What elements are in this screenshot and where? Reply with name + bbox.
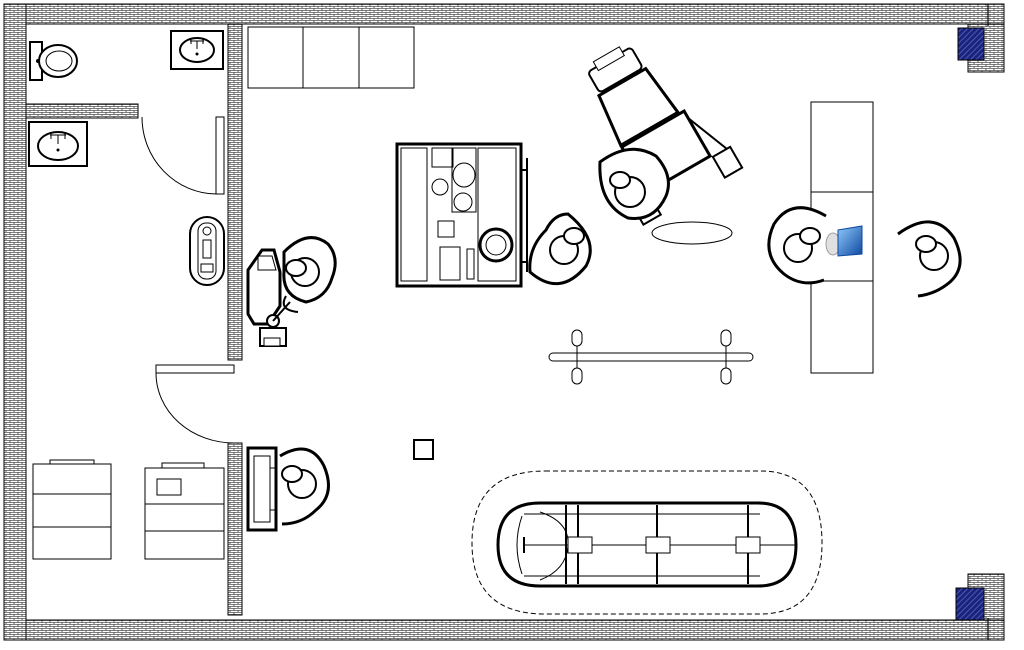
dentist-stool-left (282, 236, 337, 313)
wall-partition-lower (227, 442, 243, 616)
floor-drain (413, 439, 434, 460)
sink-icon (50, 132, 66, 144)
desk-chair (767, 206, 827, 285)
panoramic-xray-unit (471, 470, 823, 615)
dentist-stool-lower (279, 447, 330, 526)
floor-mat (651, 221, 733, 245)
partition-rail (548, 329, 754, 385)
assistant-stool (528, 212, 592, 286)
dentist-stool-chair (598, 147, 670, 221)
side-cart (246, 446, 278, 532)
toilet-icon (29, 41, 78, 81)
door-swing-icon (141, 116, 217, 195)
monitor-icon (825, 225, 863, 257)
visitor-chair (897, 220, 962, 298)
wall-bottom (3, 619, 1005, 641)
door-swing-icon (155, 372, 235, 444)
washbasin-restroom (170, 30, 224, 70)
structural-column-bottom (955, 587, 985, 621)
washer (32, 459, 112, 560)
dryer (144, 462, 225, 560)
cabinet-row (247, 26, 415, 89)
door-restroom (141, 116, 225, 195)
wall-restroom (25, 103, 139, 119)
wall-left (3, 3, 27, 641)
sink-icon (190, 38, 204, 49)
wall-partition-upper (227, 23, 243, 361)
structural-column-top (957, 27, 985, 61)
instrument-cart (246, 248, 291, 347)
washbasin-hall (28, 121, 88, 167)
door-storage (155, 364, 235, 444)
wall-top (3, 3, 1005, 25)
sterilizer (189, 216, 225, 286)
dental-unit-cabinet (395, 142, 528, 288)
